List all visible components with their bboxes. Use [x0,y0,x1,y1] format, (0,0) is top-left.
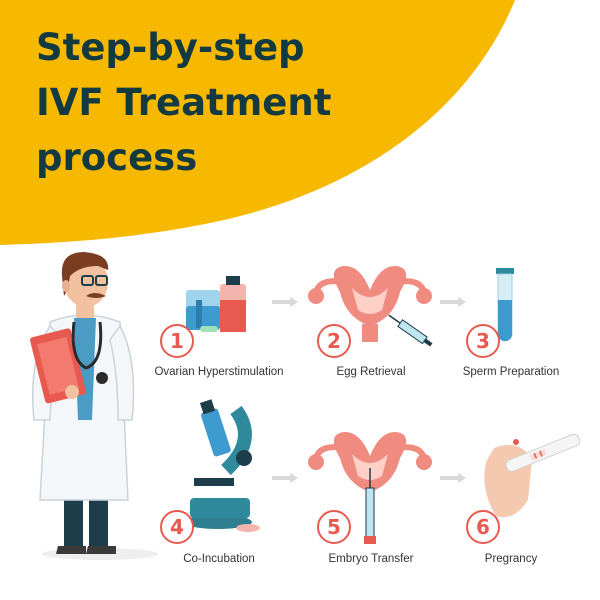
step-4-number: 4 [160,510,194,544]
page-title: Step-by-step IVF Treatment process [36,20,331,185]
test-tube-icon [496,268,514,342]
microscope-icon [184,399,260,532]
doctor-illustration [30,252,158,560]
title-line-3: process [36,136,198,179]
step-6-number: 6 [466,510,500,544]
step-1-label: Ovarian Hyperstimulation [154,366,284,378]
step-1-number: 1 [160,324,194,358]
step-4-label: Co-Incubation [183,553,255,565]
step-5-label: Embryo Transfer [328,553,414,565]
step-3-number: 3 [466,324,500,358]
uterus-syringe-icon [308,265,433,347]
title-line-2: IVF Treatment [36,81,332,124]
arrow-right-icon [272,473,298,483]
medication-bottles-icon [186,276,246,332]
title-line-1: Step-by-step [36,26,305,69]
arrow-right-icon [440,473,466,483]
yellow-banner [0,0,515,245]
step-2-label: Egg Retrieval [336,366,406,378]
step-2-number: 2 [317,324,351,358]
step-6-label: Pregrancy [484,553,538,565]
step-3-label: Sperm Preparation [462,366,560,378]
uterus-transfer-icon [308,431,432,544]
pregnancy-test-icon [484,433,581,518]
arrow-right-icon [272,297,298,307]
arrow-right-icon [440,297,466,307]
step-5-number: 5 [317,510,351,544]
